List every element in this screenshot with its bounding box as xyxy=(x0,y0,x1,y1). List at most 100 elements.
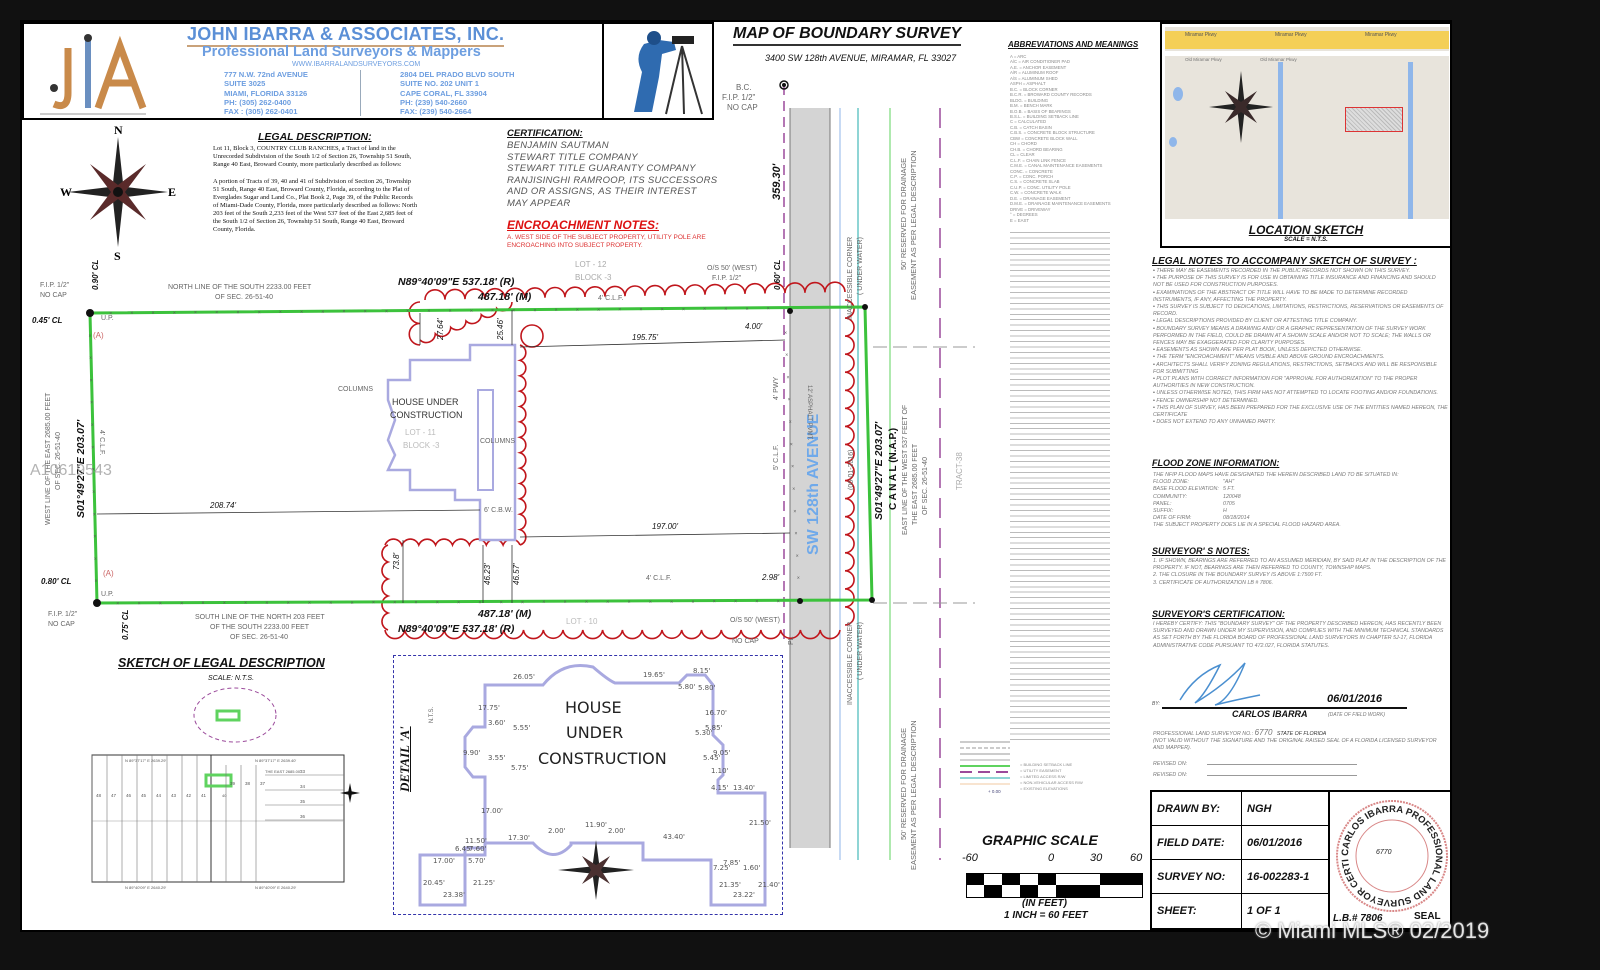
abbreviation-item: C = CALCULATED xyxy=(1010,119,1047,125)
tract-number: 41 xyxy=(201,793,207,798)
clearance-label: 0.45' CL xyxy=(32,316,62,325)
map-pond xyxy=(1169,137,1177,147)
legal-note: FENCE OWNERSHIP NOT DETERMINED. xyxy=(1153,398,1448,405)
flood-label: COMMUNITY: xyxy=(1153,493,1187,500)
address-line: CAPE CORAL, FL 33904 xyxy=(400,88,487,98)
sketch-east-label: THE EAST 2685.00' xyxy=(265,769,301,774)
legal-note: LEGAL DESCRIPTIONS PROVIDED BY CLIENT OR… xyxy=(1153,318,1448,325)
lot-label: LOT - 11 xyxy=(405,428,436,437)
abbreviation-item: A/R = ALUMINUM ROOF xyxy=(1010,70,1059,76)
surveyor-notes-heading: SURVEYOR' S NOTES: xyxy=(1152,546,1250,556)
fip-label: F.I.P. 1/2" xyxy=(48,611,78,618)
svg-text:×: × xyxy=(606,600,609,606)
detail-compass-icon xyxy=(558,840,634,900)
surveyor-seal: CARLOS IBARRA PROFESSIONAL LAND SURVEYOR… xyxy=(1332,796,1448,912)
svg-text:×: × xyxy=(670,599,673,605)
abbreviation-item: BLDG. = BUILDING xyxy=(1010,97,1049,103)
clearance-label: 0.80' CL xyxy=(41,577,71,586)
svg-text:×: × xyxy=(767,306,770,312)
utility-pole-label: U.P. xyxy=(101,315,114,322)
legend-labels: = BUILDING SETBACK LINE = UTILITY EASEME… xyxy=(1020,762,1140,792)
title-block-row: SURVEY NO:16-002283-1 xyxy=(1152,860,1328,894)
svg-text:×: × xyxy=(89,356,92,362)
svg-text:×: × xyxy=(92,467,95,473)
svg-text:×: × xyxy=(194,310,197,316)
abbreviation-item: C.P. = CONC. PORCH xyxy=(1010,173,1054,179)
flood-value: 5 FT. xyxy=(1223,486,1235,493)
svg-text:×: × xyxy=(777,599,780,605)
license-number: 6770 xyxy=(1254,728,1273,737)
address-line: SUITE 3025 xyxy=(224,79,266,89)
map-road-label: Old Miramar Pkwy xyxy=(1260,57,1297,62)
tract-label: TRACT-38 xyxy=(955,452,964,490)
west-bearing: S01°49'27"E 203.07' xyxy=(75,419,87,518)
mls-watermark: © Miami MLS® 02/2019 xyxy=(1255,918,1490,943)
tract-number: 37 xyxy=(260,781,266,786)
abbreviation-item: C.S. = CONCRETE SLAB xyxy=(1010,179,1060,185)
encroachment-mark: (A) xyxy=(93,331,104,340)
lot-label: LOT - 10 xyxy=(566,617,598,626)
office-address-cape-coral: 2804 DEL PRADO BLVD SOUTH SUITE NO. 202 … xyxy=(400,70,515,116)
sketch-legal-drawing: N 89°37'17" E 2639.29' N 89°37'17" E 263… xyxy=(91,687,360,890)
detail-dimension: 9.90' xyxy=(463,749,481,757)
legal-description-p1: Lot 11, Block 3, COUNTRY CLUB RANCHES, a… xyxy=(213,145,412,168)
detail-dimension: 43.40' xyxy=(663,833,685,841)
abbreviation-item: DRIVE = DRIVEWAY xyxy=(1010,206,1051,212)
detail-dimension: 5.85' xyxy=(705,724,723,732)
columns-label: COLUMNS xyxy=(480,438,515,445)
map-canal xyxy=(1278,62,1283,219)
compass-e: E xyxy=(168,185,176,199)
sketch-parcel xyxy=(204,773,233,788)
legend-label: = BUILDING SETBACK LINE xyxy=(1020,762,1073,767)
signature-line xyxy=(1162,707,1407,709)
svg-text:×: × xyxy=(521,600,524,606)
legal-note: PLOT PLANS WITH CORRECT INFORMATION FOR … xyxy=(1153,376,1448,390)
detail-dimension: 1.60' xyxy=(743,864,761,872)
dimension: 197.00' xyxy=(652,522,678,531)
svg-text:×: × xyxy=(92,489,95,495)
west-line-label: OF SEC. 26-51-40 xyxy=(55,432,62,490)
detail-dimension: 17.75' xyxy=(478,704,500,712)
surveyor-certification-text: I HEREBY CERTIFY: THIS "BOUNDARY SURVEY"… xyxy=(1153,621,1444,649)
map-road-label: Miramar Pkwy xyxy=(1365,32,1397,38)
svg-text:×: × xyxy=(343,309,346,315)
detail-dimension: 2.00' xyxy=(608,827,626,835)
bc-label: B.C. xyxy=(736,83,752,92)
svg-text:×: × xyxy=(576,308,579,314)
certified-party: STEWART TITLE GUARANTY COMPANY xyxy=(507,163,696,174)
svg-text:×: × xyxy=(797,576,800,582)
dimension: 4.00' xyxy=(745,322,763,331)
svg-text:×: × xyxy=(785,353,788,359)
fence-label: 5' C.L.F. xyxy=(773,444,780,470)
detail-dimension: 5.55' xyxy=(513,724,531,732)
svg-text:×: × xyxy=(89,333,92,339)
svg-text:×: × xyxy=(436,600,439,606)
legal-note: THE PURPOSE OF THIS SURVEY IS FOR USE IN… xyxy=(1153,275,1448,289)
svg-text:×: × xyxy=(300,309,303,315)
flood-label: DATE OF FIRM: xyxy=(1153,515,1192,522)
clearance-label: 0.90' CL xyxy=(91,260,100,290)
tract-number: 47 xyxy=(111,793,117,798)
company-subtitle: Professional Land Surveyors & Mappers xyxy=(202,44,481,60)
survey-date: 06/01/2016 xyxy=(1327,693,1383,705)
abbreviation-item: A/S = ALUMINUM SHED xyxy=(1010,75,1058,81)
iron-pipe-marker xyxy=(86,309,94,317)
detail-dimension: 13.40' xyxy=(733,784,755,792)
sketch-compass-icon xyxy=(340,783,360,803)
legal-note: BOUNDARY SURVEY MEANS A DRAWING AND/ OR … xyxy=(1153,326,1448,348)
flood-intro: THE NFIP FLOOD MAPS HAVE DESIGNATED THE … xyxy=(1153,472,1399,478)
svg-text:×: × xyxy=(406,309,409,315)
svg-text:×: × xyxy=(786,375,789,381)
svg-text:×: × xyxy=(215,310,218,316)
detail-a-drawing: HOUSE UNDER CONSTRUCTION 26.05'19.65'8.1… xyxy=(418,664,780,907)
fax: FAX : (305) 262-0401 xyxy=(224,107,298,117)
svg-text:×: × xyxy=(90,400,93,406)
house-label: HOUSE UNDER xyxy=(392,397,459,407)
svg-text:×: × xyxy=(533,308,536,314)
detail-dimension: 7.25' xyxy=(713,864,731,872)
svg-text:×: × xyxy=(564,600,567,606)
svg-text:×: × xyxy=(329,600,332,606)
svg-text:×: × xyxy=(795,531,798,537)
svg-text:×: × xyxy=(364,309,367,315)
